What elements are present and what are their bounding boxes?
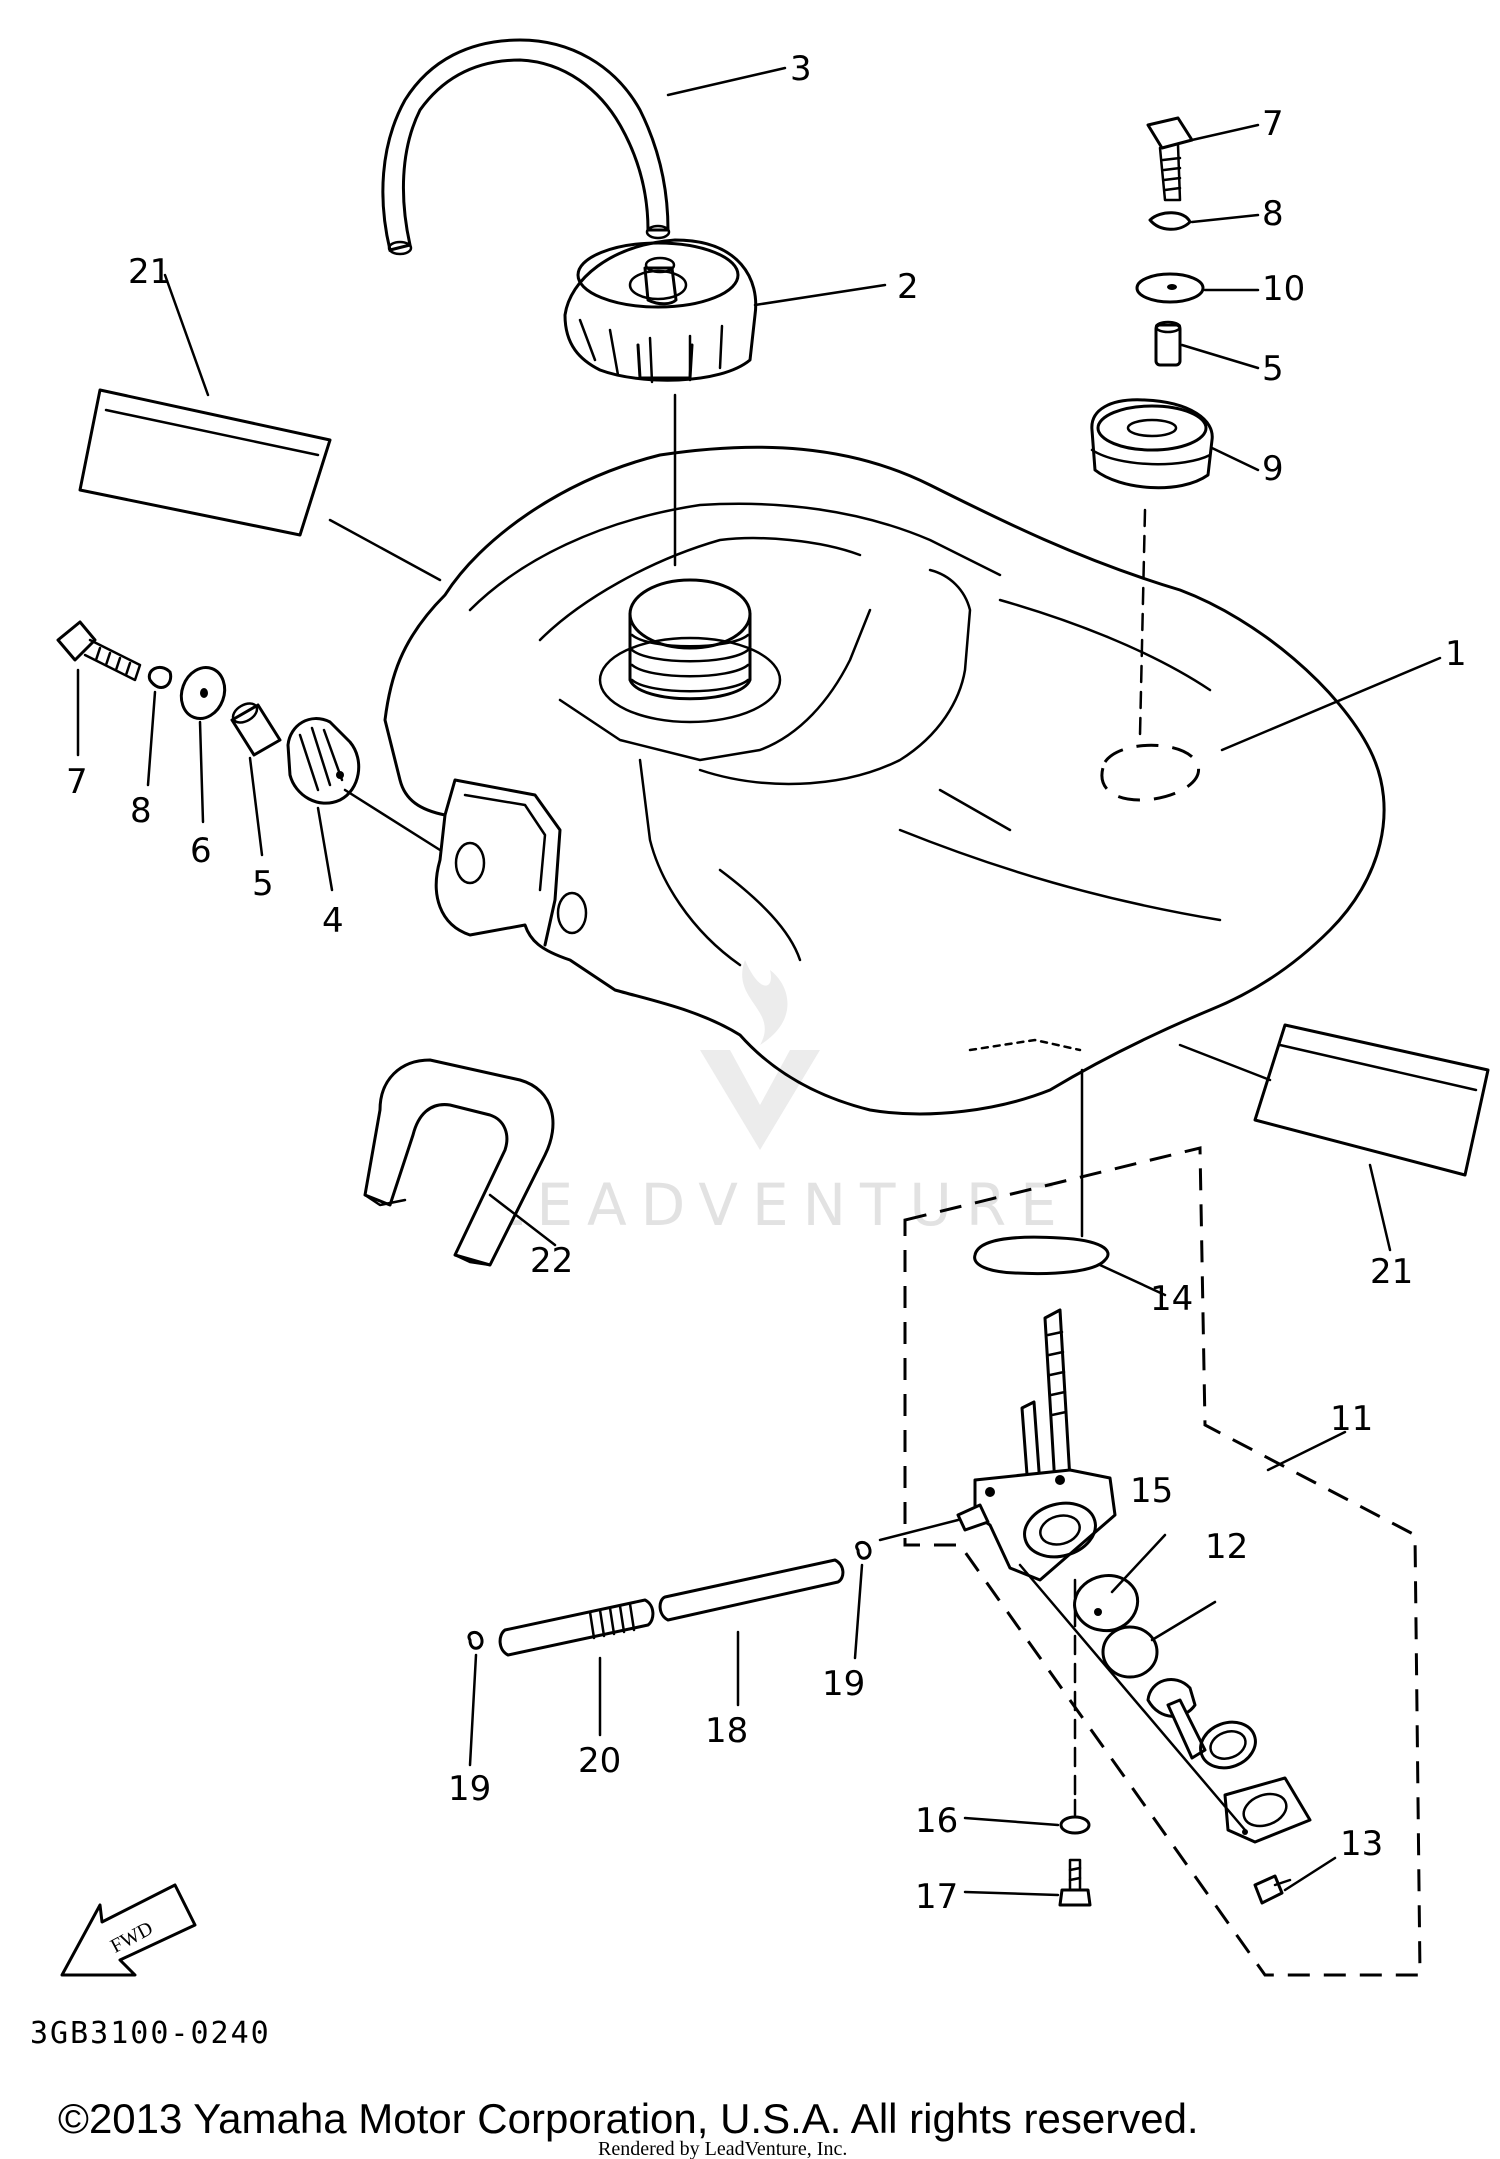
callout-7-right: 7 — [1262, 104, 1284, 144]
callout-13: 13 — [1340, 1824, 1383, 1864]
callout-5-left: 5 — [252, 864, 274, 904]
copyright-notice: ©2013 Yamaha Motor Corporation, U.S.A. A… — [58, 2095, 1199, 2142]
callout-3: 3 — [790, 49, 812, 89]
callout-10: 10 — [1262, 269, 1305, 309]
callout-8-left: 8 — [130, 791, 152, 831]
callout-21-top: 21 — [128, 252, 171, 292]
callout-4: 4 — [322, 901, 344, 941]
fuel-cap — [563, 238, 758, 567]
callout-6: 6 — [190, 831, 212, 871]
callout-5-right: 5 — [1262, 349, 1284, 389]
fuel-hose-and-clips — [467, 1541, 872, 1657]
callout-14: 14 — [1150, 1279, 1193, 1319]
callout-21-bottom: 21 — [1370, 1252, 1413, 1292]
callout-12: 12 — [1205, 1527, 1248, 1567]
rendered-by-credit: Rendered by LeadVenture, Inc. — [598, 2138, 847, 2159]
fuel-cock-assembly — [878, 1068, 1422, 1977]
watermark: LEADVENTURE — [490, 960, 1071, 1239]
warning-labels — [78, 388, 1490, 1177]
callout-19-right: 19 — [822, 1664, 865, 1704]
callout-2: 2 — [897, 267, 919, 307]
callout-22: 22 — [530, 1241, 573, 1281]
callout-8-right: 8 — [1262, 194, 1284, 234]
callout-16: 16 — [915, 1801, 958, 1841]
callout-19-left: 19 — [448, 1769, 491, 1809]
callout-numbers: 1 2 3 4 5 5 6 7 7 8 8 9 10 11 12 13 14 1… — [66, 49, 1467, 1917]
callout-18: 18 — [705, 1711, 748, 1751]
right-mount-hardware — [1090, 116, 1214, 737]
protector-pad — [363, 1058, 555, 1267]
callout-17: 17 — [915, 1877, 958, 1917]
fwd-arrow: FWD — [60, 1883, 197, 1977]
callout-11: 11 — [1330, 1399, 1373, 1439]
diagram-code: 3GB3100-0240 — [30, 2016, 271, 2051]
callout-1: 1 — [1445, 634, 1467, 674]
callout-20: 20 — [578, 1741, 621, 1781]
left-mount-hardware — [56, 620, 442, 852]
fuel-tank — [383, 445, 1386, 1116]
callout-15: 15 — [1130, 1471, 1173, 1511]
breather-hose — [381, 38, 671, 256]
leader-lines — [76, 66, 1442, 1897]
callout-7-left: 7 — [66, 762, 88, 802]
callout-9: 9 — [1262, 449, 1284, 489]
watermark-text: LEADVENTURE — [490, 1171, 1071, 1239]
